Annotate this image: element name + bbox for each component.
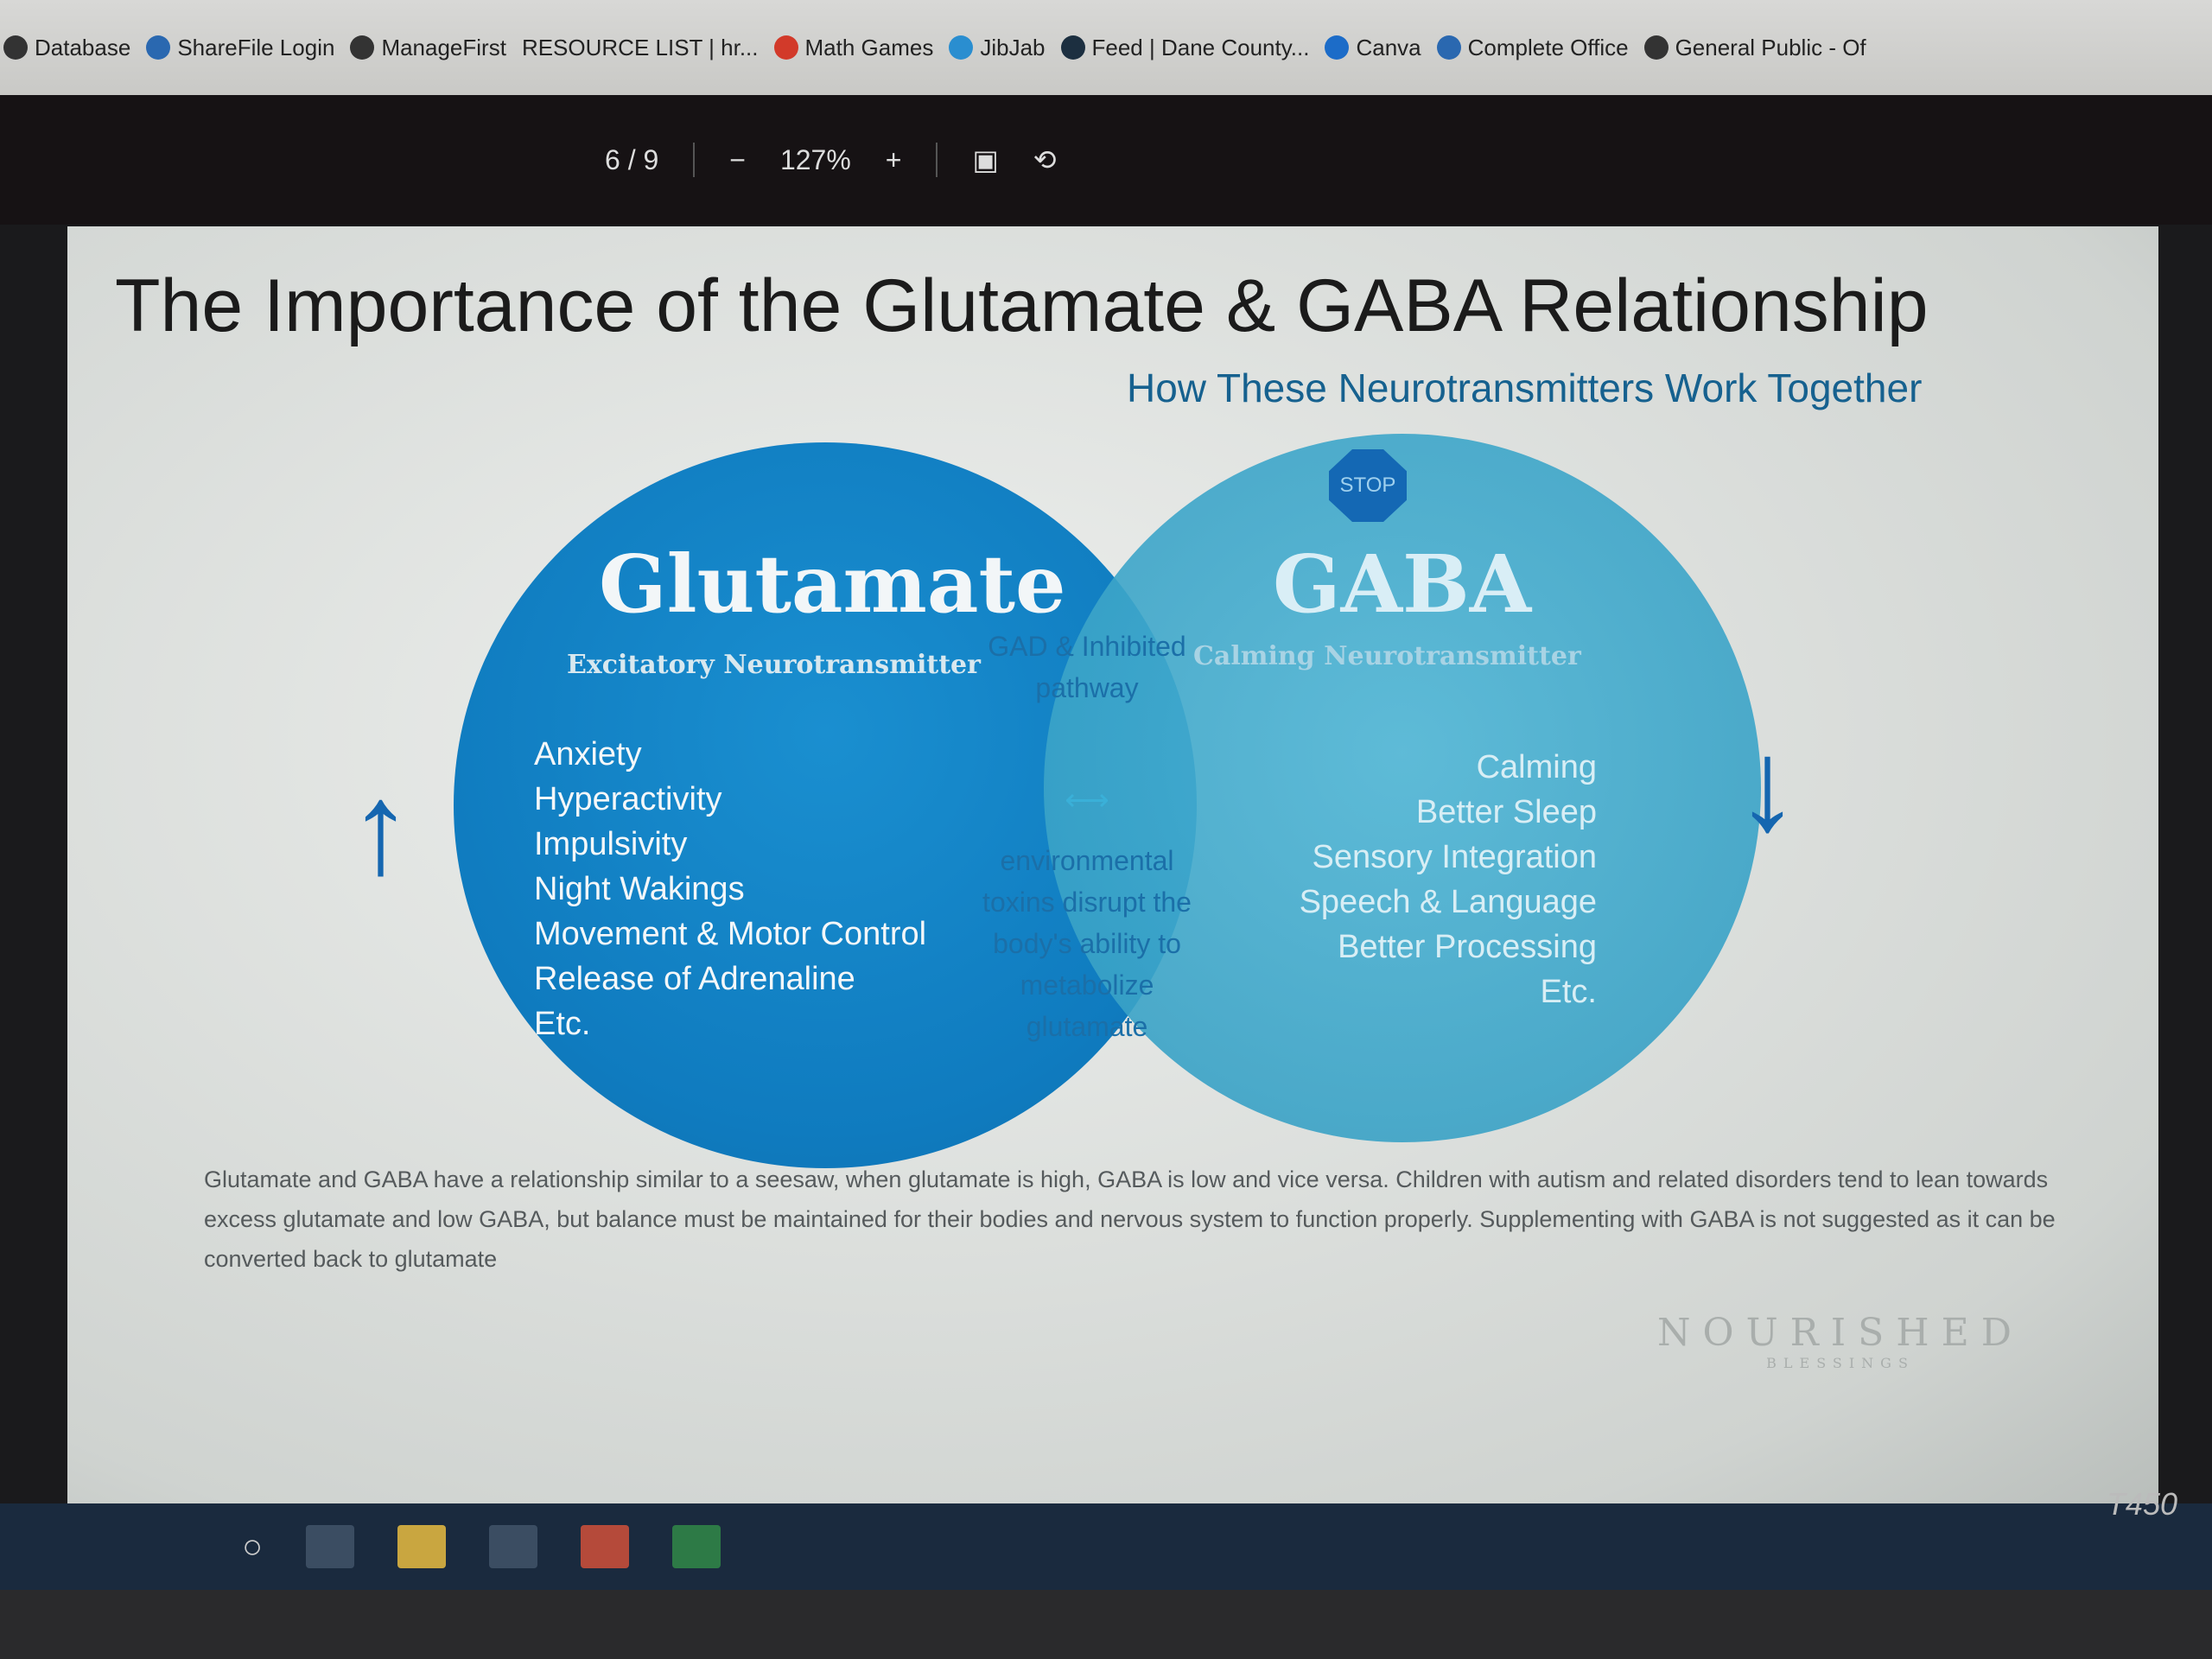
bookmark-favicon-icon (3, 35, 28, 60)
gaba-circle (1044, 434, 1761, 1142)
bookmarks-bar: Database ShareFile Login ManageFirst RESOUR… (0, 0, 2212, 95)
list-item: Better Processing (1338, 929, 1597, 965)
divider (693, 143, 696, 177)
rotate-icon[interactable]: ⟲ (1033, 144, 1057, 175)
double-arrow-icon: ⟷ (1065, 782, 1109, 817)
down-arrow-icon: ↓ (1735, 712, 1800, 857)
slide-title: The Importance of the Glutamate & GABA R… (115, 264, 1929, 347)
bookmark-label: General Public - Of (1675, 34, 1866, 60)
glutamate-subtitle: Excitatory Neurotransmitter (567, 650, 981, 680)
pdf-toolbar: 6 / 9 − 127% + ▣ ⟲ (0, 95, 2212, 225)
page-separator: / (627, 143, 636, 175)
pdf-page-slide: The Importance of the Glutamate & GABA R… (67, 226, 2158, 1503)
list-item: Better Sleep (1415, 794, 1597, 830)
search-icon[interactable]: ○ (242, 1527, 264, 1566)
bookmark-label: RESOURCE LIST | hr... (521, 34, 759, 60)
excel-icon[interactable] (672, 1525, 721, 1568)
divider (936, 143, 938, 177)
glutamate-title: Glutamate (599, 537, 1066, 631)
bookmark-item[interactable]: General Public - Of (1643, 34, 1866, 61)
bookmark-label: Database (35, 34, 131, 60)
list-item: Anxiety (534, 736, 642, 772)
logo-text: NOURISHED (1657, 1311, 2024, 1355)
bookmark-item[interactable]: Math Games (773, 34, 934, 61)
list-item: Speech & Language (1299, 884, 1597, 920)
bookmark-item[interactable]: Feed | Dane County... (1060, 34, 1310, 61)
slide-subtitle: How These Neurotransmitters Work Togethe… (1127, 365, 1923, 410)
list-item: Calming (1476, 749, 1597, 785)
up-arrow-icon: ↑ (348, 755, 413, 900)
total-pages: 9 (643, 143, 659, 175)
gaba-subtitle: Calming Neurotransmitter (1193, 641, 1581, 671)
list-item: Release of Adrenaline (534, 961, 855, 997)
laptop-model: T450 (2106, 1486, 2177, 1522)
bookmark-item[interactable]: Canva (1325, 35, 1421, 61)
zoom-in-button[interactable]: + (885, 143, 902, 175)
bookmark-label: Math Games (804, 34, 934, 60)
bookmark-favicon-icon (1643, 35, 1669, 60)
bookmark-item[interactable]: ShareFile Login (146, 35, 334, 61)
app-icon[interactable] (489, 1525, 538, 1568)
bookmark-label: Canva (1356, 34, 1421, 60)
laptop-bezel (0, 1590, 2212, 1659)
list-item: Hyperactivity (534, 781, 722, 817)
zoom-out-button[interactable]: − (729, 143, 746, 175)
list-item: Etc. (534, 1006, 591, 1042)
bookmark-label: ShareFile Login (177, 34, 335, 60)
bookmark-item[interactable]: Complete Office (1436, 34, 1629, 61)
bookmark-item[interactable]: Database (3, 35, 130, 61)
bookmark-item[interactable]: ManageFirst (350, 35, 506, 61)
stop-sign-icon: STOP (1329, 449, 1407, 522)
bookmark-item[interactable]: RESOURCE LIST | hr... (522, 35, 759, 61)
taskbar: ○ (0, 1503, 2212, 1590)
page-number[interactable]: 6 / 9 (605, 144, 658, 176)
gad-pathway-label: GAD & Inhibited pathway (988, 631, 1186, 703)
bookmark-favicon-icon (1060, 35, 1085, 60)
list-item: Movement & Motor Control (534, 916, 927, 952)
list-item: Night Wakings (534, 871, 745, 907)
task-view-icon[interactable] (306, 1525, 355, 1568)
bookmark-favicon-icon (146, 35, 171, 60)
bookmark-label: JibJab (980, 34, 1046, 60)
zoom-level: 127% (779, 143, 851, 175)
explanation-paragraph: Glutamate and GABA have a relationship s… (204, 1166, 2056, 1272)
gaba-title: GABA (1273, 537, 1532, 631)
logo-subtext: BLESSINGS (1766, 1355, 1915, 1371)
bookmark-favicon-icon (350, 35, 375, 60)
toxins-label: environmental toxins disrupt the body's … (982, 845, 1192, 1042)
chrome-icon[interactable] (581, 1525, 630, 1568)
bookmark-favicon-icon (949, 35, 974, 60)
bookmark-favicon-icon (773, 35, 798, 60)
list-item: Impulsivity (534, 826, 688, 862)
file-explorer-icon[interactable] (397, 1525, 447, 1568)
bookmark-favicon-icon (1436, 35, 1461, 60)
bookmark-label: Complete Office (1467, 34, 1629, 60)
fit-page-icon[interactable]: ▣ (972, 144, 999, 175)
list-item: Etc. (1540, 974, 1597, 1010)
current-page[interactable]: 6 (605, 143, 620, 175)
bookmark-favicon-icon (1325, 35, 1350, 60)
bookmark-item[interactable]: JibJab (949, 34, 1046, 61)
list-item: Sensory Integration (1312, 839, 1597, 875)
bookmark-label: ManageFirst (381, 34, 506, 60)
bookmark-label: Feed | Dane County... (1091, 34, 1310, 60)
